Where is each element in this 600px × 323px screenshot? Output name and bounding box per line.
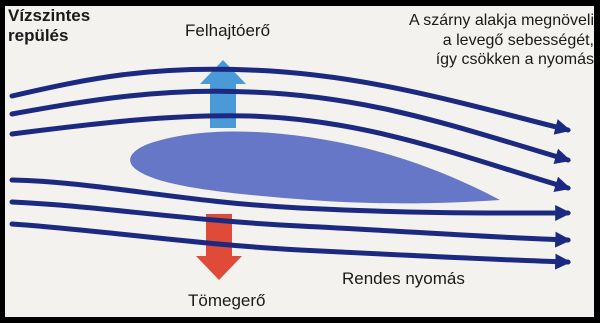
streamline-6 [12, 224, 568, 262]
diagram-title: Vízszintes repülés [8, 6, 90, 45]
normal-pressure-label: Rendes nyomás [342, 270, 465, 289]
note-line-1: A szárny alakja megnöveli [409, 11, 594, 31]
title-line-1: Vízszintes [8, 6, 90, 26]
wing-airfoil [130, 132, 500, 204]
wing-shape-note: A szárny alakja megnöveli a levegő sebes… [409, 11, 594, 70]
title-line-2: repülés [8, 26, 90, 46]
frame-bottom [0, 317, 600, 323]
frame-left [0, 0, 5, 323]
weight-label: Tömegerő [188, 292, 265, 311]
lift-label: Felhajtóerő [185, 22, 270, 41]
frame-right [594, 0, 600, 323]
note-line-2: a levegő sebességét, [409, 31, 594, 51]
note-line-3: így csökken a nyomás [409, 50, 594, 70]
